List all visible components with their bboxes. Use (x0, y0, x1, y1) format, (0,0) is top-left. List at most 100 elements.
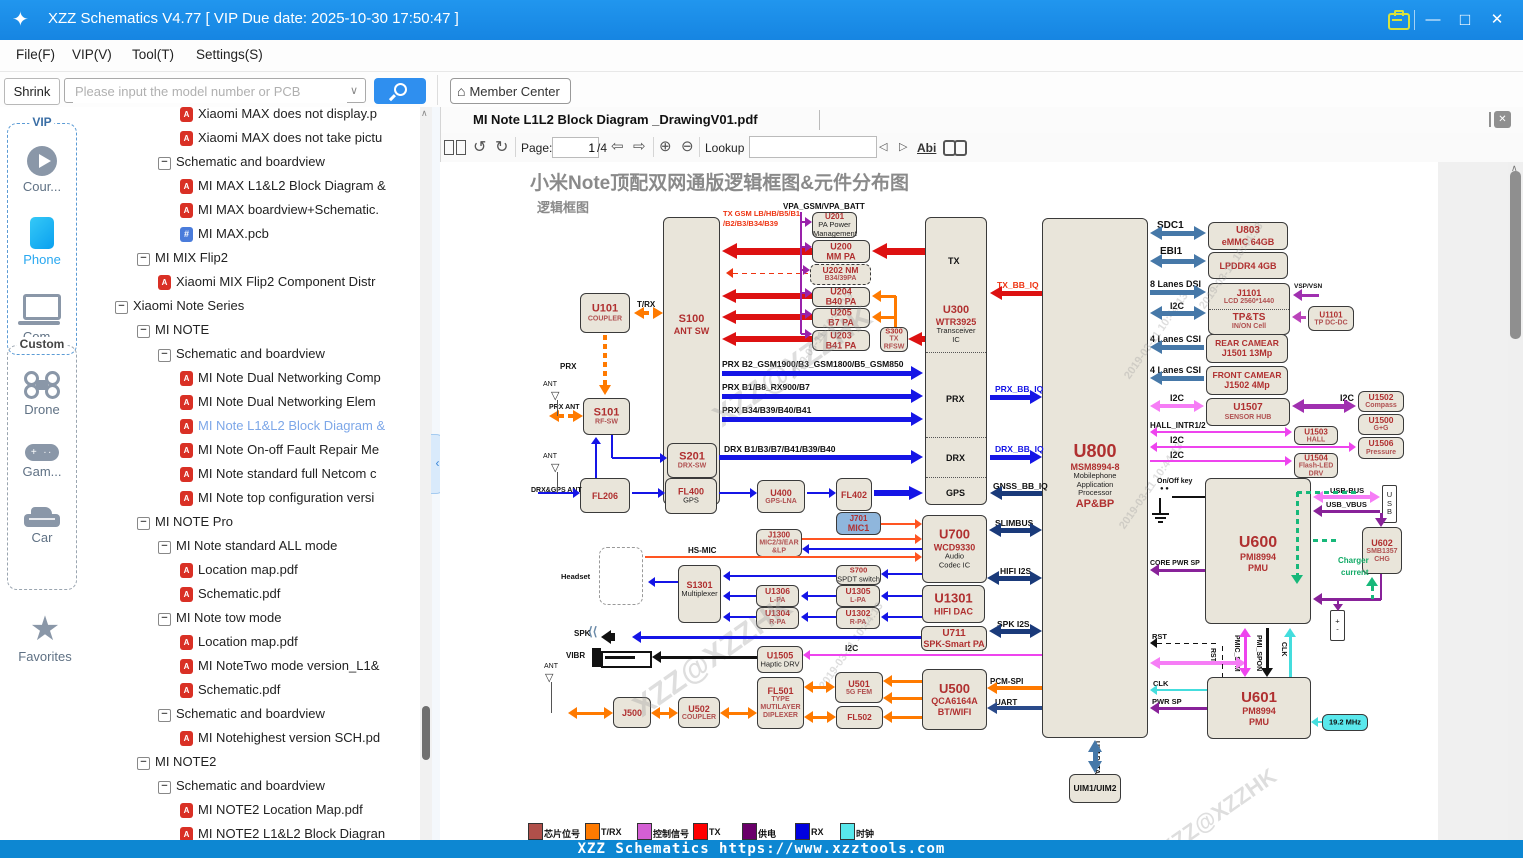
tree-item[interactable]: −Schematic and boardview (90, 775, 420, 799)
custom-group: Custom Drone + ∙∙ Gam... Car (7, 337, 77, 590)
collapse-icon[interactable]: − (158, 781, 171, 794)
tree-item-label: MI MAX boardview+Schematic. (198, 202, 379, 217)
sidebar-item-car[interactable]: Car (8, 506, 76, 545)
tree-item[interactable]: −MI NOTE (90, 319, 420, 343)
lookup-input[interactable] (749, 136, 877, 158)
arrow-head (915, 534, 922, 544)
tree-item[interactable]: −MI NOTE Pro (90, 511, 420, 535)
sidebar-item-game[interactable]: + ∙∙ Gam... (8, 444, 76, 479)
sidebar-item-phone[interactable]: Phone (8, 217, 76, 267)
menu-file[interactable]: File(F) (16, 47, 55, 62)
tree-item[interactable]: −Xiaomi Note Series (90, 295, 420, 319)
collapse-icon[interactable]: − (158, 613, 171, 626)
minimize-button[interactable]: — (1425, 11, 1441, 28)
previous-page-icon[interactable]: ⇦ (611, 138, 624, 155)
tree-item-label: Xiaomi MIX Flip2 Component Distr (176, 274, 376, 289)
binoculars-icon[interactable] (943, 140, 967, 160)
tree-item[interactable]: −MI Note standard ALL mode (90, 535, 420, 559)
collapse-icon[interactable]: − (158, 541, 171, 554)
collapse-icon[interactable]: − (137, 757, 150, 770)
tree-item[interactable]: −MI Note tow mode (90, 607, 420, 631)
legend-swatch (693, 823, 708, 840)
collapse-icon[interactable]: − (158, 709, 171, 722)
signal-line (813, 685, 826, 689)
pdf-file-icon: A (180, 659, 193, 674)
tree-item[interactable]: −Schematic and boardview (90, 151, 420, 175)
collapse-icon[interactable]: − (115, 301, 128, 314)
find-previous-icon[interactable]: ◁ (879, 141, 888, 153)
menu-settings[interactable]: Settings(S) (196, 47, 263, 62)
close-button[interactable]: ✕ (1490, 11, 1504, 28)
chevron-down-icon[interactable]: ∨ (349, 85, 358, 97)
tree-item[interactable]: −Schematic and boardview (90, 343, 420, 367)
collapse-icon[interactable]: − (158, 349, 171, 362)
arrow-head (881, 591, 888, 601)
rotate-left-icon[interactable]: ↺ (473, 139, 487, 156)
signal-line (611, 435, 613, 458)
tree-scrollbar[interactable] (420, 107, 432, 840)
page-number-input[interactable] (552, 137, 599, 158)
block-J500: J500 (613, 697, 651, 728)
viewer-scrollbar[interactable] (1508, 162, 1523, 840)
sidebar-item-course[interactable]: Cour... (8, 146, 76, 194)
tree-item[interactable]: −Schematic and boardview (90, 703, 420, 727)
zoom-out-icon[interactable]: ⊖ (681, 138, 694, 155)
arrow-head (1311, 717, 1318, 727)
maximize-button[interactable]: □ (1459, 10, 1471, 29)
tree-item[interactable]: −MI NOTE2 (90, 751, 420, 775)
tab-document-title[interactable]: MI Note L1L2 Block Diagram _DrawingV01.p… (473, 112, 758, 127)
member-center-button[interactable]: ⌂Member Center (450, 78, 571, 104)
collapse-icon[interactable]: − (158, 157, 171, 170)
viewer-scrollbar-thumb[interactable] (1510, 171, 1521, 339)
tree-scroll-up-icon[interactable]: ∧ (421, 108, 428, 118)
close-tab-icon[interactable]: ✕ (1489, 111, 1511, 128)
sidebar-item-drone[interactable]: Drone (8, 371, 76, 417)
arrow-head (915, 552, 922, 562)
menu-tool[interactable]: Tool(T) (132, 47, 175, 62)
two-page-view-icon[interactable] (444, 140, 468, 159)
zoom-in-icon[interactable]: ⊕ (659, 138, 672, 155)
collapse-icon[interactable]: − (137, 517, 150, 530)
menu-vip[interactable]: VIP(V) (72, 47, 112, 62)
sidebar-item-favorites[interactable]: ★ Favorites (11, 612, 79, 664)
viewer-scroll-up-icon[interactable]: ∧ (1511, 163, 1518, 173)
collapse-icon[interactable]: − (137, 325, 150, 338)
arrow-head (827, 711, 836, 723)
tree-item-label: MI Note Dual Networking Comp (198, 370, 381, 385)
next-page-icon[interactable]: ⇨ (633, 138, 646, 155)
tree-item[interactable]: −MI MIX Flip2 (90, 247, 420, 271)
arrow-head (990, 486, 1002, 500)
collapse-icon[interactable]: − (137, 253, 150, 266)
shrink-button[interactable]: Shrink (4, 78, 60, 105)
match-case-button[interactable]: Abi (917, 141, 937, 155)
search-input[interactable] (73, 80, 347, 103)
signal-line (990, 394, 1030, 400)
tree-item[interactable]: #MI MAX.pcb (90, 223, 420, 247)
tree-scrollbar-thumb[interactable] (422, 706, 430, 760)
rotate-right-icon[interactable]: ↻ (495, 139, 509, 156)
model-search-combobox[interactable]: ∨ (64, 78, 366, 103)
find-next-icon[interactable]: ▷ (899, 141, 908, 153)
briefcase-icon[interactable] (1388, 10, 1410, 30)
search-button[interactable] (374, 78, 426, 104)
